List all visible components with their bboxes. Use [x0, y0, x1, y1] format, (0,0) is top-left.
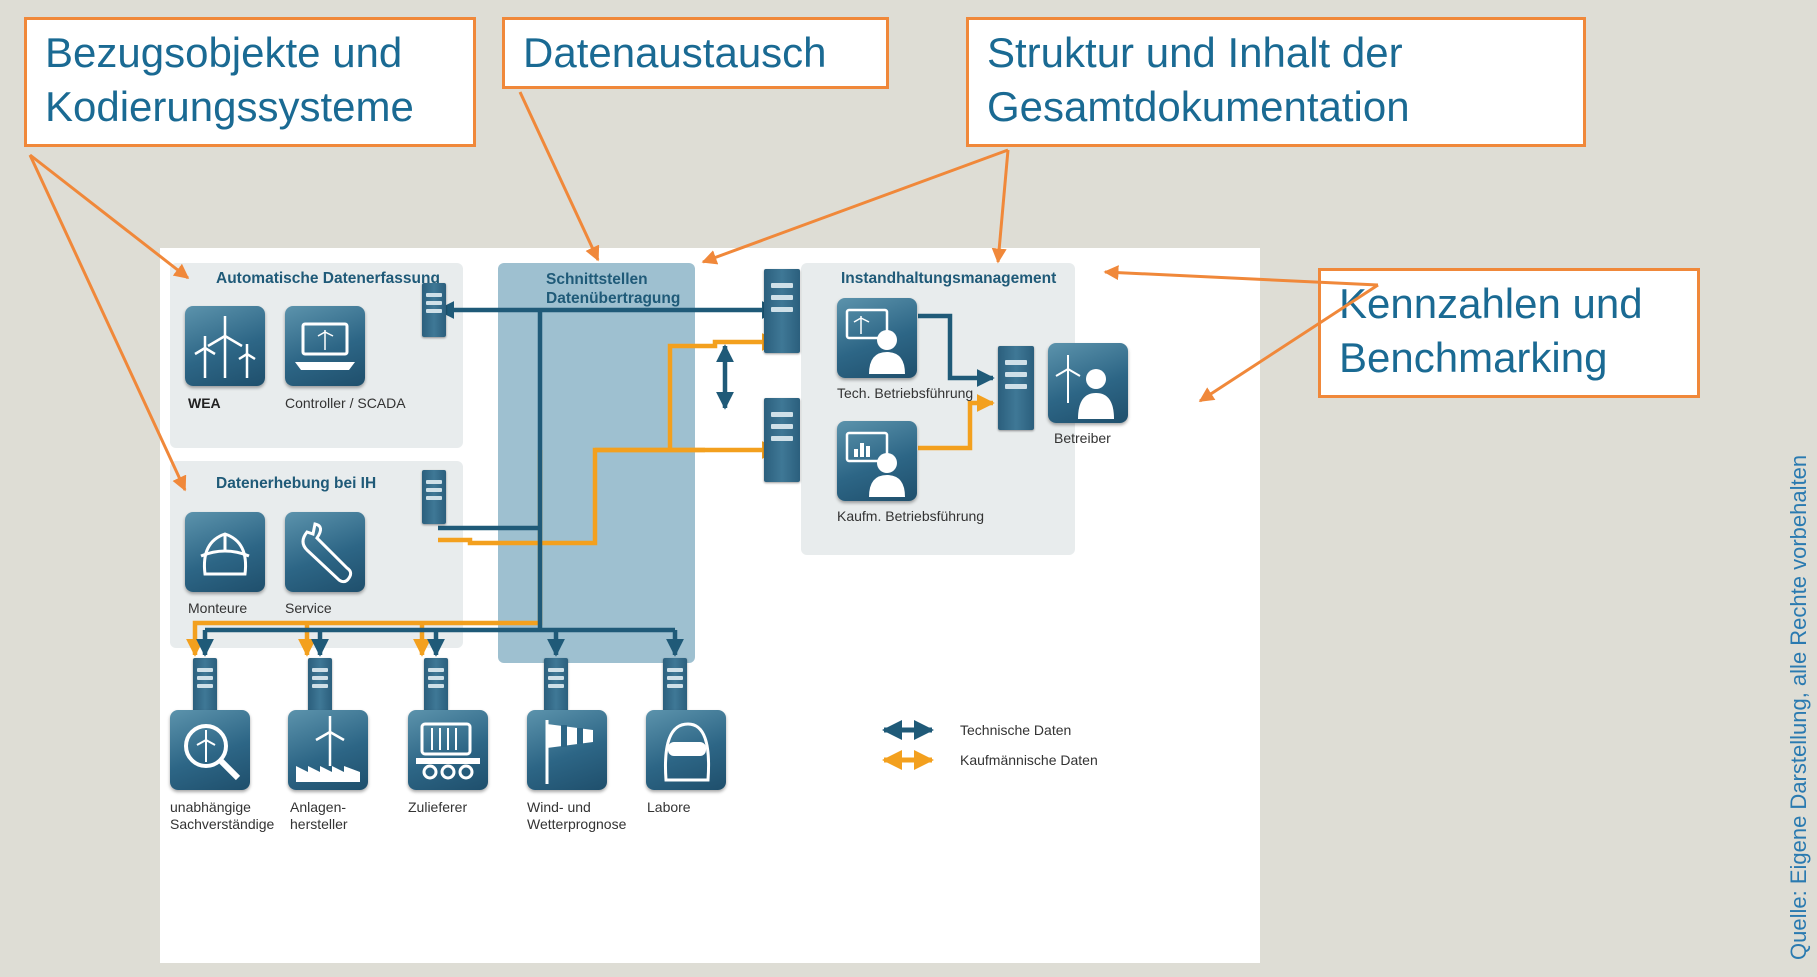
- helmet-icon: [185, 512, 265, 592]
- label-service: Service: [285, 600, 332, 616]
- server-icon: [193, 658, 217, 712]
- arrow-daten-to-schnitt: [518, 91, 600, 262]
- server-icon: [308, 658, 332, 712]
- callout-struktur-line1: Struktur und Inhalt der: [987, 29, 1403, 76]
- callout-kennzahlen: Kennzahlen und Benchmarking: [1318, 268, 1700, 398]
- label-labore: Labore: [647, 799, 691, 815]
- label-anlagenhersteller-line1: Anlagen-: [290, 799, 347, 815]
- legend-technical-label: Technische Daten: [960, 722, 1072, 738]
- group-title-automatische: Automatische Datenerfassung: [216, 270, 440, 287]
- group-title-instandhaltung: Instandhaltungsmanagement: [841, 270, 1057, 287]
- arrow-struktur-to-schnitt: [701, 148, 1009, 265]
- label-anlagenhersteller: Anlagen- hersteller: [290, 799, 348, 833]
- server-icon: [544, 658, 568, 712]
- line-tech-betreiber: [918, 313, 995, 387]
- label-sachverstaendige-line2: Sachverständige: [170, 816, 275, 832]
- callout-kennzahlen-line2: Benchmarking: [1339, 334, 1608, 381]
- legend-commercial-label: Kaufmännische Daten: [960, 752, 1098, 768]
- server-icon: [663, 658, 687, 712]
- label-anlagenhersteller-line2: hersteller: [290, 816, 348, 832]
- group-title-erhebung: Datenerhebung bei IH: [216, 475, 377, 492]
- source-note: Quelle: Eigene Darstellung, alle Rechte …: [1786, 454, 1811, 960]
- server-icon: [422, 283, 446, 337]
- server-icon: [424, 658, 448, 712]
- label-wetterprognose-line1: Wind- und: [527, 799, 591, 815]
- label-tech-betriebsfuehrung: Tech. Betriebsführung: [837, 385, 974, 401]
- label-controller-scada: Controller / SCADA: [285, 395, 406, 411]
- person-turbine-icon: [1048, 343, 1128, 423]
- group-title-schnittstellen-line1: Schnittstellen: [546, 271, 648, 288]
- connection-lines: [186, 301, 995, 770]
- factory-turbine-icon: [288, 710, 368, 790]
- arrow-struktur-to-ih: [991, 149, 1010, 264]
- label-sachverstaendige-line1: unabhängige: [170, 799, 251, 815]
- windsock-icon: [527, 710, 607, 790]
- label-wetterprognose-line2: Wetterprognose: [527, 816, 627, 832]
- callout-bezugsobjekte-line2: Kodierungssysteme: [45, 83, 414, 130]
- label-betreiber: Betreiber: [1054, 430, 1111, 446]
- label-sachverstaendige: unabhängige Sachverständige: [170, 799, 274, 833]
- person-screen-icon: [837, 298, 917, 378]
- label-monteure: Monteure: [188, 600, 248, 616]
- callout-struktur: Struktur und Inhalt der Gesamtdokumentat…: [966, 17, 1586, 147]
- magnifier-turbine-icon: [170, 710, 250, 790]
- line-kaufm-betreiber: [918, 394, 995, 451]
- label-kaufm-betriebsfuehrung: Kaufm. Betriebsführung: [837, 508, 985, 524]
- callout-bezugsobjekte-line1: Bezugsobjekte und: [45, 29, 403, 76]
- callout-struktur-line2: Gesamtdokumentation: [987, 83, 1410, 130]
- label-zulieferer: Zulieferer: [408, 799, 468, 815]
- server-icon: [998, 346, 1034, 430]
- laptop-icon: [285, 306, 365, 386]
- line-kaufm-up: [667, 333, 780, 450]
- callout-datenaustausch: Datenaustausch: [502, 17, 889, 89]
- person-chart-icon: [837, 421, 917, 501]
- server-icon: [764, 398, 800, 482]
- callout-datenaustausch-text: Datenaustausch: [523, 29, 827, 76]
- callout-kennzahlen-line1: Kennzahlen und: [1339, 280, 1643, 327]
- goggles-icon: [646, 710, 726, 790]
- server-icon: [764, 269, 800, 353]
- server-icon: [422, 470, 446, 524]
- label-wetterprognose: Wind- und Wetterprognose: [527, 799, 626, 833]
- callout-bezugsobjekte: Bezugsobjekte und Kodierungssysteme: [24, 17, 476, 147]
- generator-icon: [408, 710, 488, 790]
- wind-turbine-icon: [185, 306, 265, 386]
- diagram-panel: Automatische Datenerfassung Datenerhebun…: [160, 248, 1260, 963]
- label-wea: WEA: [188, 395, 221, 411]
- wrench-icon: [285, 512, 365, 592]
